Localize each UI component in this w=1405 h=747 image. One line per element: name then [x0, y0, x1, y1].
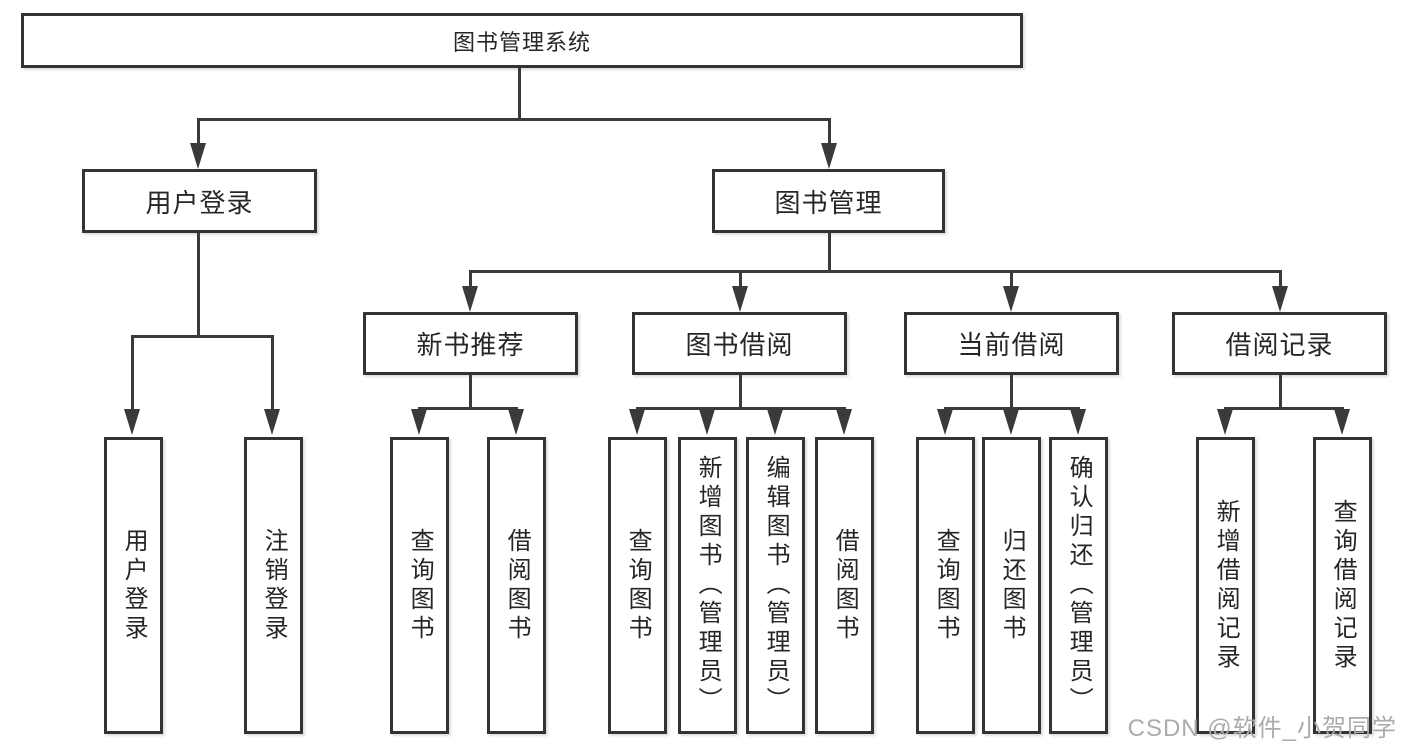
leaf-edit-book-admin: 编辑图书（管理员）	[746, 437, 805, 734]
node-library-system: 图书管理系统	[21, 13, 1023, 68]
leaf-query-books-borrowing: 查询图书	[608, 437, 667, 734]
connector-line	[1224, 407, 1344, 410]
arrowhead-down-icon	[629, 409, 645, 435]
connector-line	[131, 335, 274, 338]
connector-line	[1010, 270, 1013, 288]
leaf-logout: 注销登录	[244, 437, 303, 734]
connector-line	[469, 270, 472, 288]
arrowhead-down-icon	[1070, 409, 1086, 435]
leaf-query-books-recommend: 查询图书	[390, 437, 449, 734]
arrowhead-down-icon	[1003, 409, 1019, 435]
connector-line	[1010, 375, 1013, 410]
leaf-return-book: 归还图书	[982, 437, 1041, 734]
leaf-borrow-books-borrowing: 借阅图书	[815, 437, 874, 734]
node-borrowing-records: 借阅记录	[1172, 312, 1387, 375]
arrowhead-down-icon	[1334, 409, 1350, 435]
arrowhead-down-icon	[767, 409, 783, 435]
connector-line	[944, 407, 1080, 410]
connector-line	[131, 335, 134, 412]
arrowhead-down-icon	[411, 409, 427, 435]
connector-line	[828, 233, 831, 273]
arrowhead-down-icon	[937, 409, 953, 435]
node-new-book-recommendation: 新书推荐	[363, 312, 578, 375]
node-book-management: 图书管理	[712, 169, 945, 233]
arrowhead-down-icon	[699, 409, 715, 435]
arrowhead-down-icon	[264, 409, 280, 435]
arrowhead-down-icon	[821, 143, 837, 169]
leaf-borrow-books-recommend: 借阅图书	[487, 437, 546, 734]
arrowhead-down-icon	[1217, 409, 1233, 435]
arrowhead-down-icon	[508, 409, 524, 435]
connector-line	[197, 118, 831, 121]
connector-line	[518, 68, 521, 120]
connector-line	[636, 407, 846, 410]
arrowhead-down-icon	[190, 143, 206, 169]
leaf-confirm-return-admin: 确认归还（管理员）	[1049, 437, 1108, 734]
arrowhead-down-icon	[1003, 286, 1019, 312]
connector-line	[739, 270, 742, 288]
connector-line	[271, 335, 274, 412]
arrowhead-down-icon	[836, 409, 852, 435]
leaf-add-book-admin: 新增图书（管理员）	[678, 437, 737, 734]
connector-line	[469, 270, 1282, 273]
node-user-login: 用户登录	[82, 169, 317, 233]
connector-line	[469, 375, 472, 410]
connector-line	[197, 233, 200, 338]
leaf-query-books-current: 查询图书	[916, 437, 975, 734]
watermark: CSDN @软件_小贺同学	[1127, 715, 1397, 742]
connector-line	[1279, 375, 1282, 410]
connector-line	[739, 375, 742, 410]
arrowhead-down-icon	[1272, 286, 1288, 312]
connector-line	[828, 118, 831, 146]
arrowhead-down-icon	[124, 409, 140, 435]
leaf-add-borrow-record: 新增借阅记录	[1196, 437, 1255, 734]
node-book-borrowing: 图书借阅	[632, 312, 847, 375]
arrowhead-down-icon	[462, 286, 478, 312]
leaf-query-borrow-record: 查询借阅记录	[1313, 437, 1372, 734]
connector-line	[418, 407, 518, 410]
leaf-user-login: 用户登录	[104, 437, 163, 734]
connector-line	[197, 118, 200, 146]
node-current-borrowing: 当前借阅	[904, 312, 1119, 375]
connector-line	[1279, 270, 1282, 288]
arrowhead-down-icon	[732, 286, 748, 312]
